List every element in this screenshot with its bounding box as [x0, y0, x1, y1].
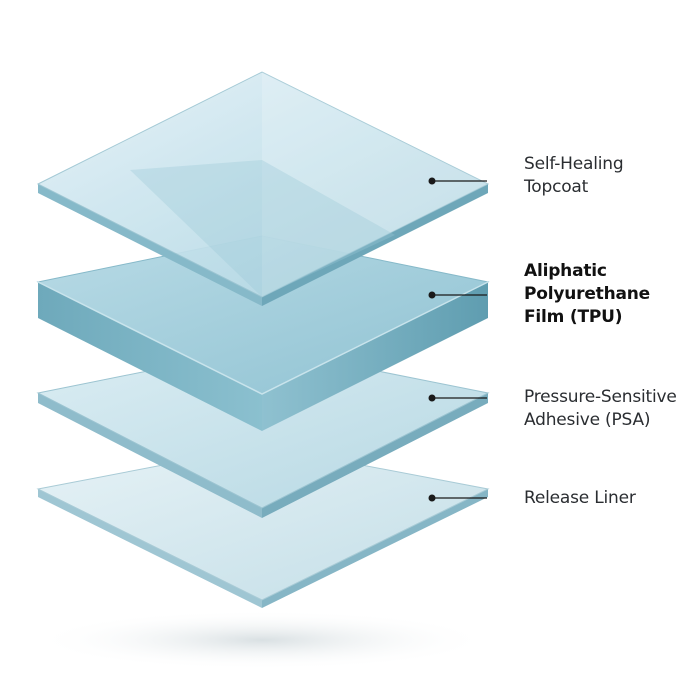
label-topcoat-line-2: Topcoat — [524, 177, 589, 197]
label-topcoat-line-1: Self-Healing — [524, 154, 624, 174]
label-liner: Release Liner — [524, 487, 694, 510]
label-topcoat: Self-Healing Topcoat — [524, 153, 694, 199]
label-tpu: Aliphatic Polyurethane Film (TPU) — [524, 260, 694, 329]
release-liner-layer — [36, 445, 490, 608]
leader-dot-topcoat — [428, 177, 436, 185]
label-tpu-line-3: Film (TPU) — [524, 307, 623, 327]
leader-dot-liner — [428, 494, 436, 502]
label-psa: Pressure-Sensitive Adhesive (PSA) — [524, 386, 694, 432]
label-psa-line-2: Adhesive (PSA) — [524, 410, 651, 430]
topcoat-layer — [36, 71, 490, 306]
label-tpu-line-2: Polyurethane — [524, 284, 650, 304]
drop-shadow — [32, 610, 492, 670]
leader-lines — [428, 177, 487, 502]
label-liner-line-1: Release Liner — [524, 488, 636, 508]
label-psa-line-1: Pressure-Sensitive — [524, 387, 677, 407]
leader-dot-tpu — [428, 291, 436, 299]
label-tpu-line-1: Aliphatic — [524, 261, 607, 281]
leader-dot-psa — [428, 394, 436, 402]
